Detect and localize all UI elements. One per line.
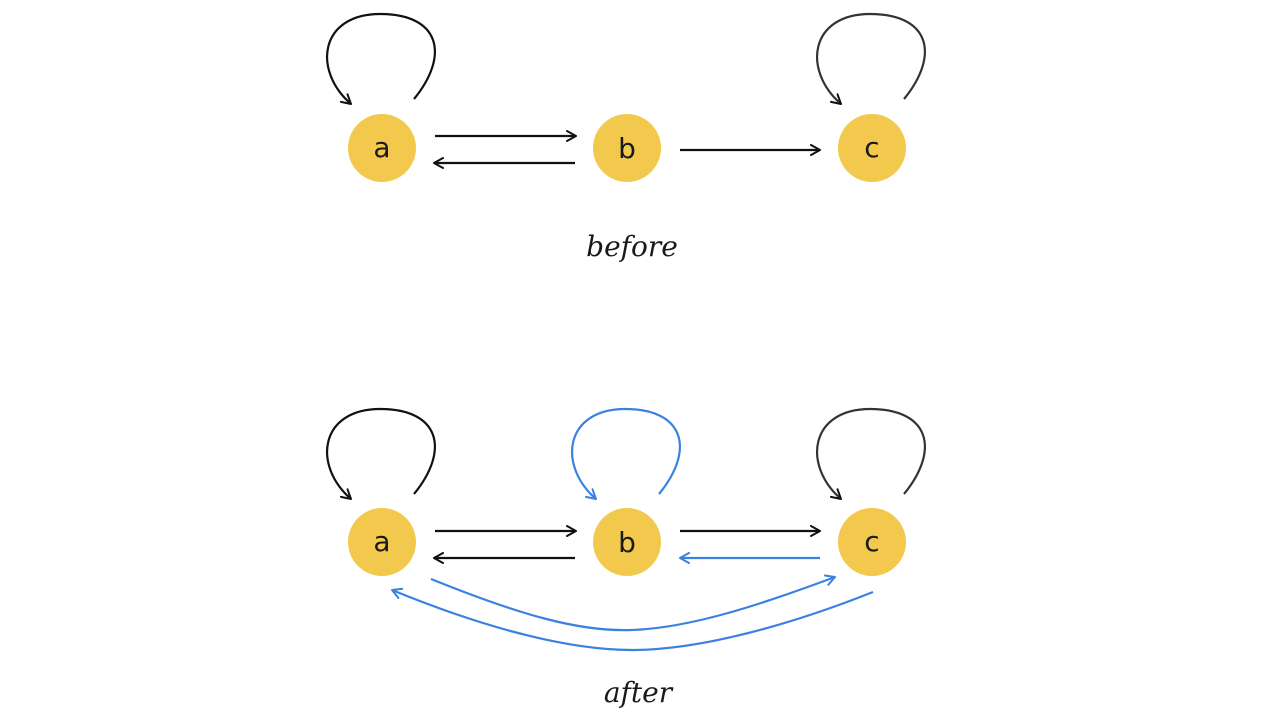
node-label: b	[618, 132, 636, 165]
edge-after-c-c	[816, 407, 926, 500]
node-before-c: c	[838, 114, 906, 182]
node-label: a	[373, 525, 390, 558]
edge-after-c-a	[391, 587, 874, 652]
node-before-a: a	[348, 114, 416, 182]
caption-before: before	[586, 230, 678, 263]
node-after-b: b	[593, 508, 661, 576]
before-graph: a b c before	[326, 12, 926, 263]
node-label: a	[373, 131, 390, 164]
node-after-a: a	[348, 508, 416, 576]
node-label: c	[864, 525, 879, 558]
node-label: b	[618, 526, 636, 559]
edge-after-b-b	[571, 407, 681, 500]
node-after-c: c	[838, 508, 906, 576]
edge-after-a-a	[326, 407, 436, 500]
edge-before-c-c	[816, 12, 926, 105]
edge-after-a-c	[430, 574, 836, 632]
after-graph: a b c after	[326, 407, 926, 709]
node-label: c	[864, 131, 879, 164]
node-before-b: b	[593, 114, 661, 182]
caption-after: after	[604, 676, 674, 709]
edge-before-a-a	[326, 12, 436, 105]
